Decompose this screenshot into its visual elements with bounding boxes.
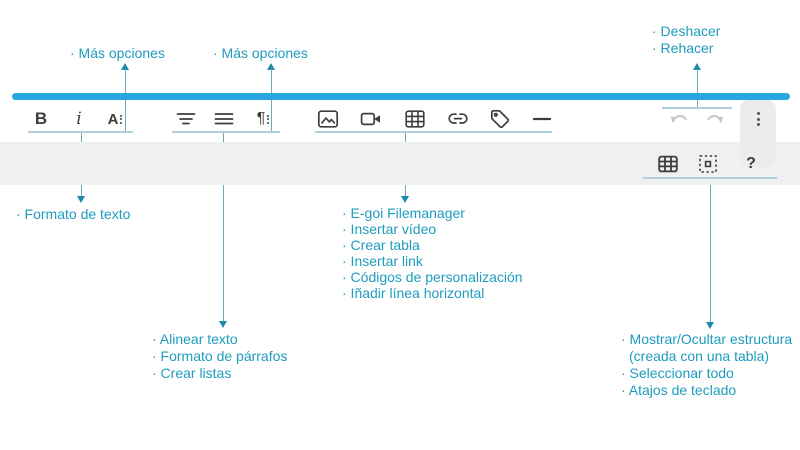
- paragraph-format-button[interactable]: [212, 107, 236, 131]
- group-underline-text-format: [28, 131, 133, 133]
- arrowhead-down-3: [401, 196, 409, 203]
- create-table-button[interactable]: [403, 107, 427, 131]
- insert-image-button[interactable]: [316, 107, 340, 131]
- italic-button[interactable]: i: [67, 107, 91, 131]
- horizontal-line-icon: [532, 117, 552, 121]
- tag-icon: [490, 109, 510, 129]
- paragraph-format-icon: [214, 113, 234, 125]
- redo-icon: [707, 115, 724, 123]
- select-all-icon: [699, 155, 717, 173]
- group-underline-paragraph: [172, 131, 280, 133]
- align-text-button[interactable]: [174, 107, 198, 131]
- align-text-icon: [176, 113, 196, 125]
- font-options-icon: A: [107, 110, 119, 128]
- pilcrow-icon: ¶: [256, 110, 266, 127]
- select-all-button[interactable]: [696, 152, 720, 176]
- redo-button[interactable]: [703, 107, 727, 131]
- undo-icon: [670, 115, 687, 123]
- italic-icon: i: [76, 109, 82, 129]
- font-options-ellipsis-icon: [120, 114, 123, 124]
- vertical-ellipsis-icon: [756, 112, 760, 126]
- group-underline-row2: [643, 177, 777, 179]
- insert-video-button[interactable]: [359, 107, 383, 131]
- group-underline-insert: [315, 131, 552, 133]
- arrowhead-up-2: [267, 63, 275, 70]
- annotation-line: (creada con una tabla): [629, 348, 770, 364]
- annotation-row2-group: · Mostrar/Ocultar estructura (creada con…: [621, 331, 792, 399]
- insert-image-icon: [317, 110, 339, 128]
- connector-paragraph-group: [222, 133, 224, 321]
- show-structure-table-icon: [658, 155, 678, 173]
- personalization-tag-button[interactable]: [488, 107, 512, 131]
- arrowhead-down-1: [77, 196, 85, 203]
- annotation-line: · Iñadir línea horizontal: [342, 285, 485, 301]
- annotation-line: · Crear tabla: [342, 237, 420, 253]
- arrowhead-down-2: [219, 321, 227, 328]
- arrowhead-up-3: [693, 63, 701, 70]
- annotation-insert-group: · E-goi Filemanager · Insertar vídeo · C…: [342, 205, 523, 301]
- keyboard-shortcuts-button[interactable]: ?: [739, 152, 763, 176]
- font-options-button[interactable]: A: [100, 107, 130, 131]
- arrowhead-down-4: [706, 322, 714, 329]
- annotation-line: · Crear listas: [152, 365, 232, 381]
- connector-row2-group: [709, 179, 711, 322]
- arrowhead-up-1: [121, 63, 129, 70]
- paragraph-options-button[interactable]: ¶: [248, 107, 278, 131]
- annotation-line: · Insertar vídeo: [342, 221, 437, 237]
- accent-bar: [12, 93, 790, 100]
- paragraph-options-ellipsis-icon: [267, 114, 270, 124]
- help-question-icon: ?: [746, 155, 756, 172]
- annotation-undo-redo: · Deshacer · Rehacer: [652, 23, 720, 57]
- annotation-line: · Mostrar/Ocultar estructura: [621, 331, 793, 347]
- annotation-line: · Seleccionar todo: [621, 365, 734, 381]
- horizontal-line-button[interactable]: [530, 107, 554, 131]
- connector-more-options-1: [124, 69, 126, 131]
- bold-button[interactable]: B: [29, 107, 53, 131]
- annotation-line: · Códigos de personalización: [342, 269, 523, 285]
- show-structure-button[interactable]: [656, 152, 680, 176]
- annotation-line: · Atajos de teclado: [621, 382, 737, 398]
- insert-link-icon: [448, 113, 468, 124]
- annotation-paragraph-group: · Alinear texto · Formato de párrafos · …: [152, 331, 287, 382]
- annotation-line: · Deshacer: [652, 23, 721, 39]
- annotation-text-format: · Formato de texto: [16, 206, 131, 222]
- insert-video-icon: [360, 112, 380, 126]
- annotation-more-options-1: · Más opciones: [70, 45, 165, 61]
- annotation-line: · E-goi Filemanager: [342, 205, 465, 221]
- more-options-button[interactable]: [740, 100, 776, 167]
- connector-undo-redo: [696, 69, 698, 108]
- annotation-more-options-2: · Más opciones: [213, 45, 308, 61]
- annotation-line: · Insertar link: [342, 253, 423, 269]
- annotation-line: · Rehacer: [652, 40, 714, 56]
- create-table-icon: [405, 110, 425, 128]
- group-overline-history: [662, 107, 732, 109]
- undo-button[interactable]: [667, 107, 691, 131]
- annotation-line: · Formato de párrafos: [152, 348, 288, 364]
- annotation-line: · Alinear texto: [152, 331, 238, 347]
- bold-icon: B: [34, 109, 48, 128]
- insert-link-button[interactable]: [446, 107, 470, 131]
- connector-more-options-2: [270, 69, 272, 131]
